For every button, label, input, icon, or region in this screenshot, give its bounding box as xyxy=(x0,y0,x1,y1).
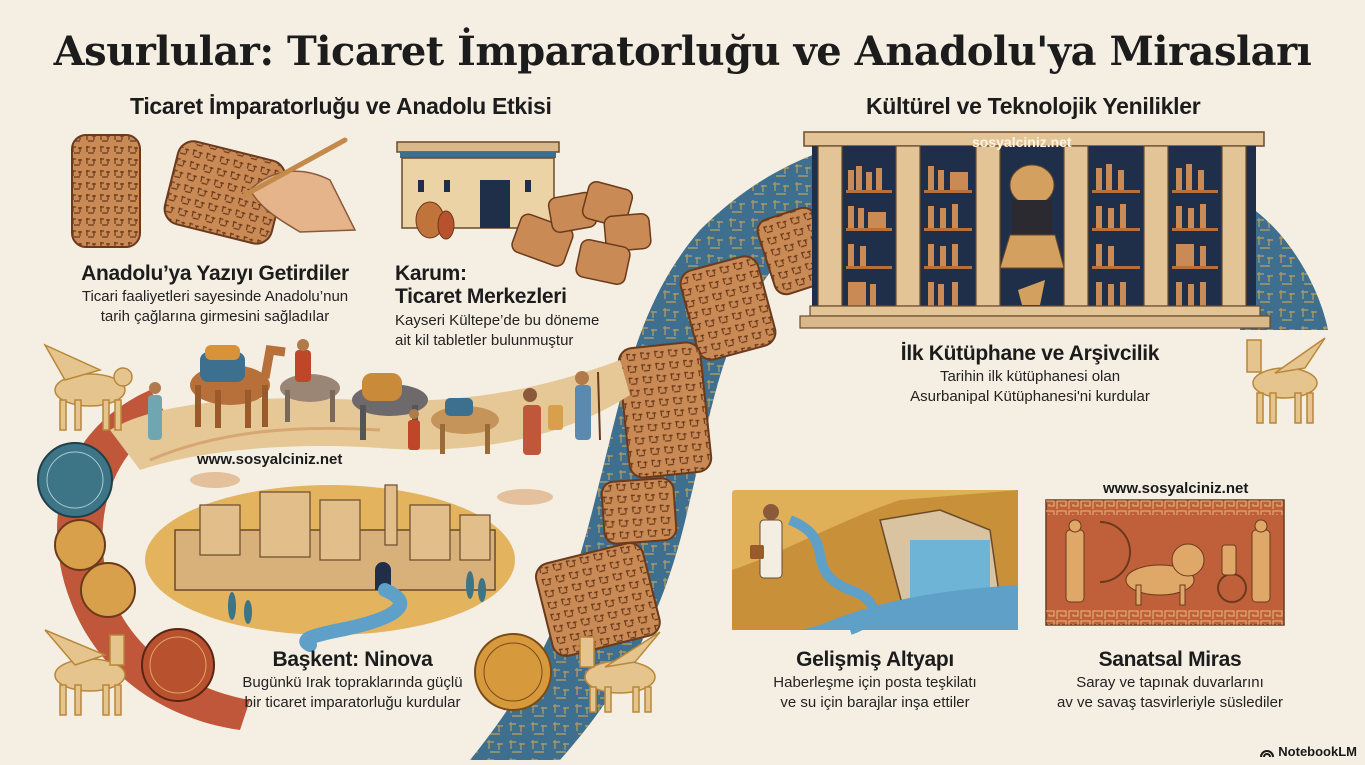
card-library-desc-1: Tarihin ilk kütüphanesi olan xyxy=(939,368,1121,386)
card-karum: Karum: Ticaret Merkezleri Kayseri Kültep… xyxy=(395,262,635,350)
watermark-library: sosyalciniz.net xyxy=(972,134,1072,150)
card-writing-heading: Anadolu’ya Yazıyı Getirdiler xyxy=(81,262,349,285)
card-capital-heading: Başkent: Ninova xyxy=(272,648,433,671)
watermark-art: www.sosyalciniz.net xyxy=(1103,480,1249,497)
section-title-culture: Kültürel ve Teknolojik Yenilikler xyxy=(866,93,1201,119)
card-karum-heading-2: Ticaret Merkezleri xyxy=(395,285,567,309)
card-art: Sanatsal Miras Saray ve tapınak duvarlar… xyxy=(1040,648,1300,712)
card-capital-desc-1: Bugünkü Irak topraklarında güçlü xyxy=(242,674,463,692)
clay-tablets-on-river xyxy=(534,206,834,657)
infrastructure-illustration xyxy=(732,490,1018,635)
art-relief-illustration xyxy=(1045,499,1285,626)
ninova-city-illustration xyxy=(145,484,515,652)
section-title-trade: Ticaret İmparatorluğu ve Anadolu Etkisi xyxy=(130,93,552,119)
card-karum-heading-1: Karum: xyxy=(395,262,467,285)
notebooklm-brand: NotebookLM xyxy=(1260,744,1357,759)
card-library: İlk Kütüphane ve Arşivcilik Tarihin ilk … xyxy=(860,342,1200,406)
library-illustration xyxy=(799,131,1271,329)
writing-tablets-illustration xyxy=(71,134,357,248)
card-library-desc-2: Asurbanipal Kütüphanesi'ni kurdular xyxy=(910,387,1150,405)
page-title: Asurlular: Ticaret İmparatorluğu ve Anad… xyxy=(53,28,1312,75)
card-capital-desc-2: bir ticaret imparatorluğu kurdular xyxy=(244,693,461,711)
card-art-desc-2: av ve savaş tasvirleriyle süslediler xyxy=(1057,693,1283,711)
notebooklm-logo-icon xyxy=(1260,749,1275,757)
lamassu-statues xyxy=(43,337,1326,716)
clouds xyxy=(190,472,553,505)
card-infrastructure-heading: Gelişmiş Altyapı xyxy=(796,648,954,671)
card-library-heading: İlk Kütüphane ve Arşivcilik xyxy=(900,342,1160,365)
card-art-heading: Sanatsal Miras xyxy=(1098,648,1242,671)
notebooklm-label: NotebookLM xyxy=(1278,744,1357,759)
card-art-desc-1: Saray ve tapınak duvarlarını xyxy=(1076,674,1264,692)
card-infrastructure-desc-1: Haberleşme için posta teşkilatı xyxy=(773,674,977,692)
card-capital: Başkent: Ninova Bugünkü Irak toprakların… xyxy=(215,648,490,712)
watermark-caravan: www.sosyalciniz.net xyxy=(197,451,343,468)
caravan-figures xyxy=(148,339,601,455)
card-karum-desc-1: Kayseri Kültepe’de bu döneme xyxy=(395,312,600,330)
card-writing: Anadolu’ya Yazıyı Getirdiler Ticari faal… xyxy=(55,262,375,326)
card-karum-desc-2: ait kil tabletler bulunmuştur xyxy=(395,331,574,349)
karum-building-illustration xyxy=(396,141,652,286)
card-infrastructure: Gelişmiş Altyapı Haberleşme için posta t… xyxy=(735,648,1015,712)
caravan-road xyxy=(110,360,630,470)
card-writing-desc-2: tarih çağlarına girmesini sağladılar xyxy=(100,307,330,325)
coin-path xyxy=(37,390,552,730)
card-infrastructure-desc-2: ve su için barajlar inşa ettiler xyxy=(780,693,970,711)
card-writing-desc-1: Ticari faaliyetleri sayesinde Anadolu’nu… xyxy=(81,288,349,306)
